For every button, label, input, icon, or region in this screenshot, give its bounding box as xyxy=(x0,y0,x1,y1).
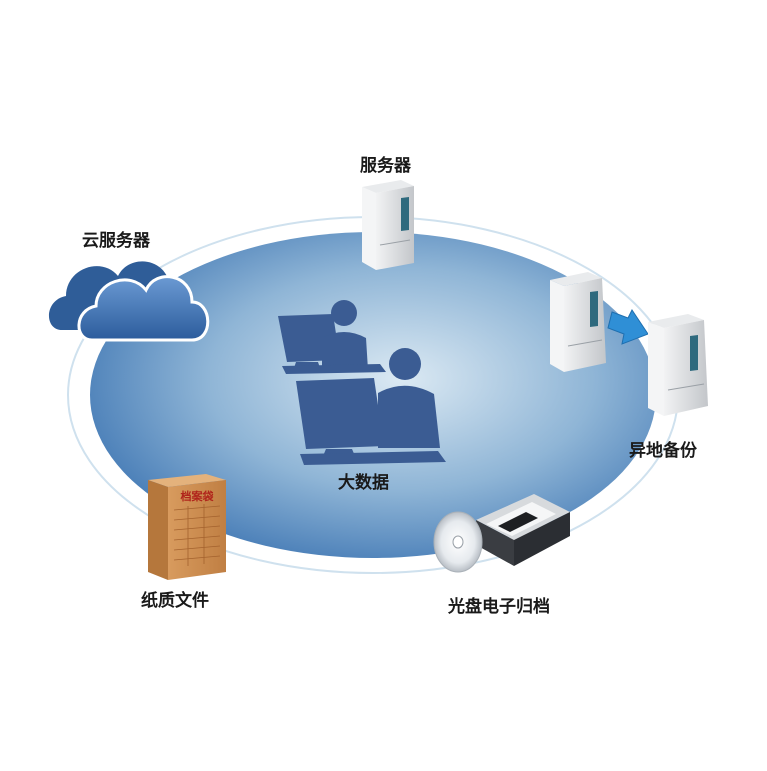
big-data-label: 大数据 xyxy=(338,473,389,493)
archive-box-icon: 档案袋 xyxy=(148,474,226,580)
disc-archive-label: 光盘电子归档 xyxy=(448,597,550,617)
server-icon xyxy=(362,180,414,270)
archive-box-stamp: 档案袋 xyxy=(181,489,215,503)
remote-backup-server-icon xyxy=(648,314,708,416)
server-icon xyxy=(550,272,606,372)
paper-files-label: 纸质文件 xyxy=(141,591,209,611)
cloud-icon xyxy=(48,261,210,342)
archive-box-lines xyxy=(173,504,221,566)
backup-arrow-icon xyxy=(607,309,649,345)
server-label: 服务器 xyxy=(360,156,411,176)
big-data-users-icon xyxy=(278,300,446,465)
disc-printer-icon xyxy=(433,494,570,573)
cloud-server-label: 云服务器 xyxy=(82,231,150,251)
remote-backup-label: 异地备份 xyxy=(629,441,697,461)
